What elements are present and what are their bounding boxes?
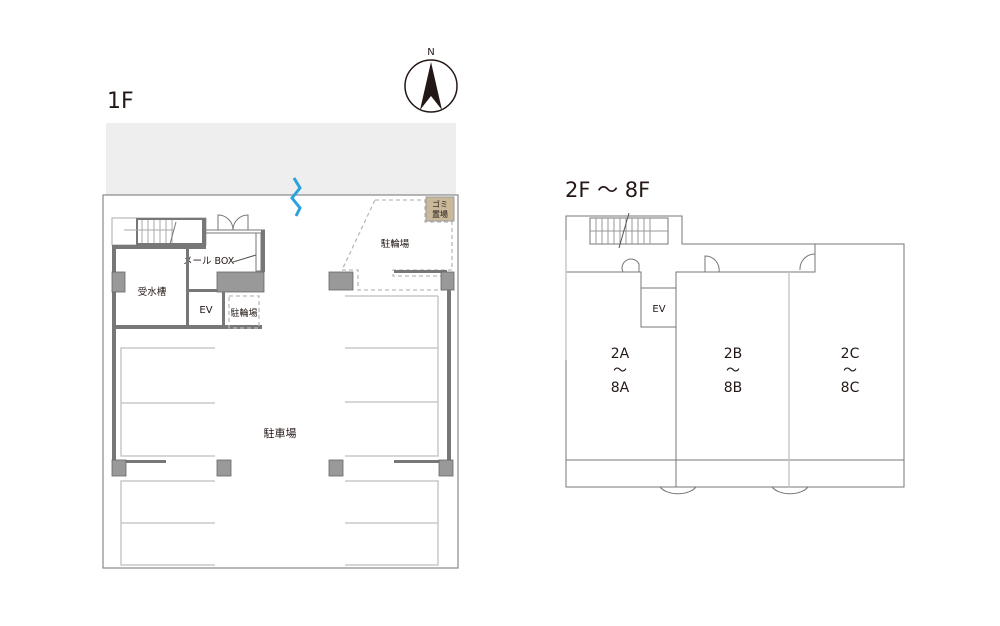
mailbox-leader <box>232 254 257 263</box>
compass-north-label: N <box>427 47 434 58</box>
unit-b-top: 2B <box>724 346 743 362</box>
stairs-icon-upper <box>589 212 669 249</box>
stairs-icon <box>111 217 207 246</box>
bicycle-small-label: 駐輪場 <box>230 307 257 319</box>
entrance-arrow-icon <box>290 177 302 217</box>
unit-b-bottom: 8B <box>724 380 743 396</box>
garbage-area <box>425 196 455 222</box>
unit-b: 2B 〜 8B <box>724 346 743 396</box>
bicycle-large-label: 駐輪場 <box>381 238 410 250</box>
unit-a-top: 2A <box>611 346 630 362</box>
water-tank-label: 受水槽 <box>138 286 167 298</box>
garbage-label-line2: 置場 <box>432 209 448 219</box>
bicycle-area-large <box>340 199 453 291</box>
garbage-label-line1: ゴミ <box>432 199 448 209</box>
unit-a-bottom: 8A <box>611 380 630 396</box>
floor2-8-title: 2F 〜 8F <box>565 178 650 202</box>
compass-icon: N <box>404 47 458 113</box>
ev-label-typical: EV <box>652 304 665 315</box>
unit-b-sep: 〜 <box>726 363 740 379</box>
unit-a-sep: 〜 <box>613 363 627 379</box>
parking-stalls <box>120 295 439 566</box>
unit-a: 2A 〜 8A <box>611 346 630 396</box>
unit-c-sep: 〜 <box>843 363 857 379</box>
ev-label-1f: EV <box>199 305 212 316</box>
site-boundary <box>102 194 459 569</box>
parking-label: 駐車場 <box>264 426 297 440</box>
unit-c-bottom: 8C <box>841 380 860 396</box>
entrance-door-icon <box>206 214 265 234</box>
floor1-title: 1F <box>107 89 134 114</box>
mailbox-label: メール BOX <box>183 256 235 267</box>
typical-floor-outline <box>565 215 905 495</box>
unit-c: 2C 〜 8C <box>841 346 860 396</box>
bicycle-area-small <box>228 295 260 329</box>
unit-c-top: 2C <box>841 346 860 362</box>
road-area <box>106 123 456 195</box>
